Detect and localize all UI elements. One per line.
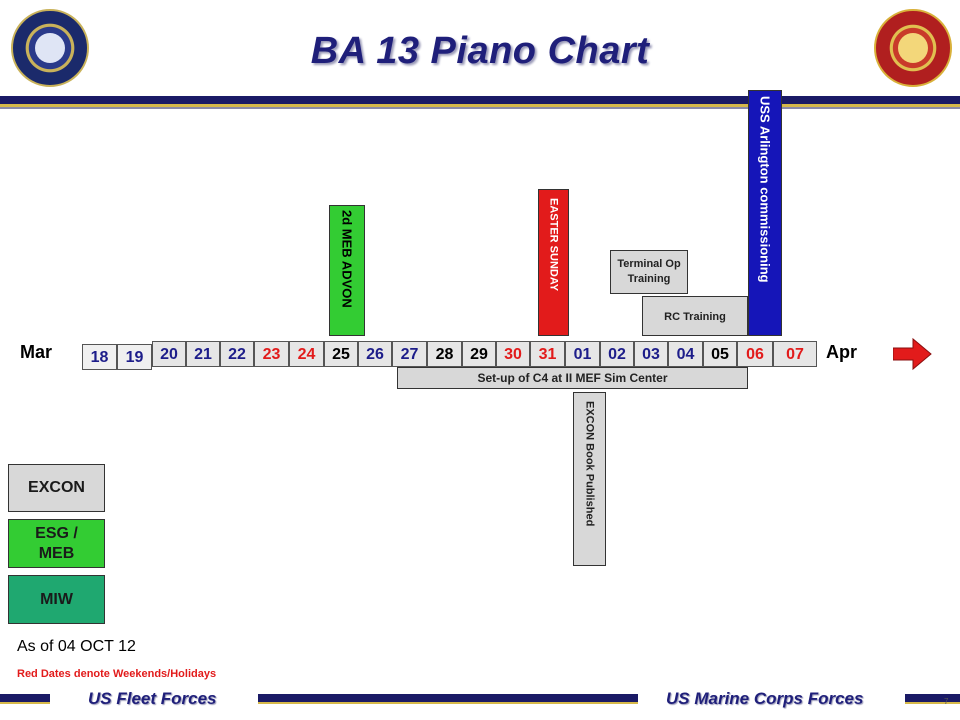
footer-bar-middle — [258, 694, 638, 702]
day-cell: 27 — [392, 341, 427, 367]
red-dates-note: Red Dates denote Weekends/Holidays — [17, 668, 217, 680]
day-cell: 20 — [152, 341, 186, 367]
seal-center — [898, 33, 928, 63]
seal-center — [35, 33, 65, 63]
day-cell: 30 — [496, 341, 530, 367]
fleet-forces-seal-logo — [11, 9, 89, 87]
day-cell: 04 — [668, 341, 703, 367]
event-excon-book-label: EXCON Book Published — [583, 401, 596, 527]
day-cell: 29 — [462, 341, 496, 367]
day-cell: 31 — [530, 341, 565, 367]
as-of-date: As of 04 OCT 12 — [17, 638, 136, 655]
header-divider-gold — [0, 104, 960, 107]
page-title: BA 13 Piano Chart — [310, 30, 650, 72]
event-arlington: USS Arlington commissioning — [748, 90, 782, 336]
day-cell: 28 — [427, 341, 462, 367]
day-cell: 01 — [565, 341, 600, 367]
day-cell: 03 — [634, 341, 668, 367]
event-advon: 2d MEB ADVON — [329, 205, 365, 336]
day-cell: 06 — [737, 341, 773, 367]
day-cell: 25 — [324, 341, 358, 367]
legend-miw: MIW — [8, 575, 105, 624]
day-cell: 18 — [82, 344, 117, 370]
page-number: 7 — [944, 697, 949, 706]
footer-right-label: US Marine Corps Forces — [666, 689, 864, 708]
marine-forces-seal-logo — [874, 9, 952, 87]
footer-bar-right — [905, 694, 960, 702]
header-divider-shadow — [0, 107, 960, 109]
footer-bar-left — [0, 694, 50, 702]
event-easter: EASTER SUNDAY — [538, 189, 569, 336]
month-start-label: Mar — [20, 342, 53, 362]
day-cell: 05 — [703, 341, 737, 367]
legend-excon: EXCON — [8, 464, 105, 512]
month-end-label: Apr — [826, 342, 857, 362]
legend-esg-meb: ESG / MEB — [8, 519, 105, 568]
event-arlington-label: USS Arlington commissioning — [757, 96, 773, 283]
footer-bar-right-gold — [905, 702, 960, 704]
footer-bar-left-gold — [0, 702, 50, 704]
event-rc-training: RC Training — [642, 296, 748, 336]
day-cell: 21 — [186, 341, 220, 367]
day-cell: 19 — [117, 344, 152, 370]
footer-bar-middle-gold — [258, 702, 638, 704]
day-cell: 07 — [773, 341, 817, 367]
day-cell: 23 — [254, 341, 289, 367]
day-cell: 22 — [220, 341, 254, 367]
event-setup-c4: Set-up of C4 at II MEF Sim Center — [397, 367, 748, 389]
day-cell: 02 — [600, 341, 634, 367]
right-arrow-icon — [893, 337, 932, 371]
day-cell: 24 — [289, 341, 324, 367]
event-easter-label: EASTER SUNDAY — [547, 198, 560, 292]
event-excon-book: EXCON Book Published — [573, 392, 606, 566]
event-terminal-op: Terminal Op Training — [610, 250, 688, 294]
footer-left-label: US Fleet Forces — [88, 689, 217, 708]
header-divider — [0, 96, 960, 104]
event-advon-label: 2d MEB ADVON — [339, 210, 355, 308]
day-cell: 26 — [358, 341, 392, 367]
